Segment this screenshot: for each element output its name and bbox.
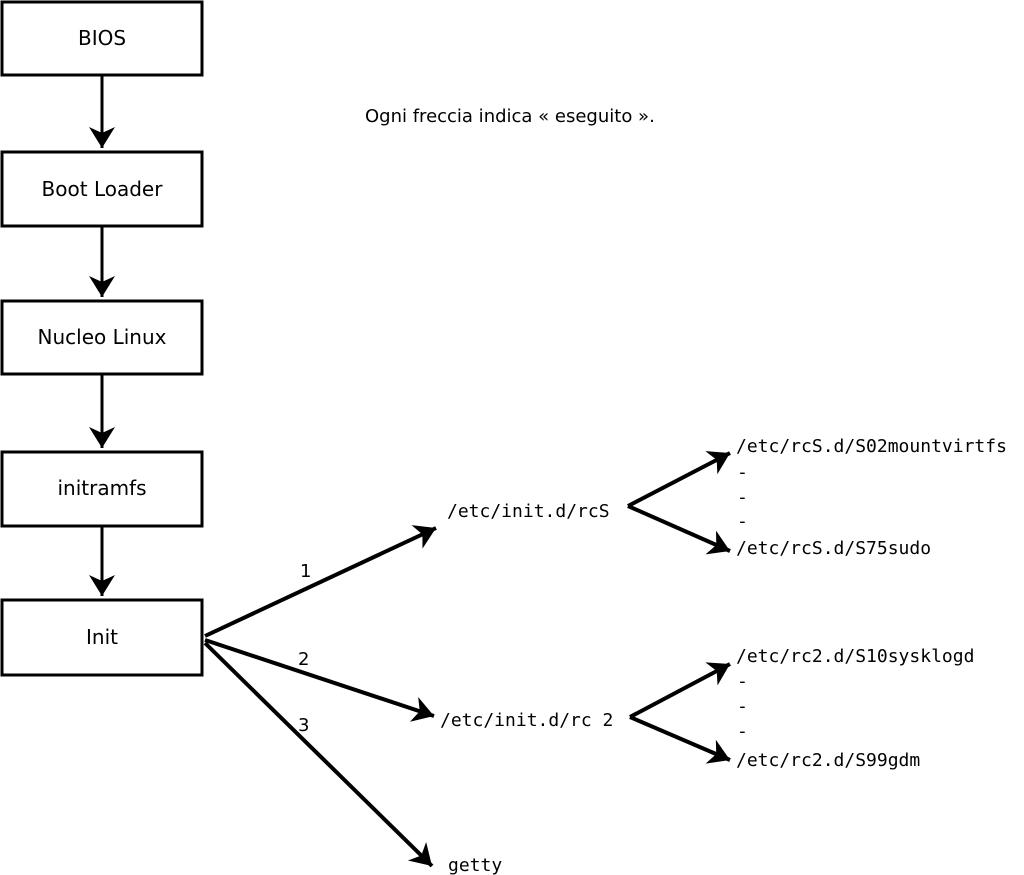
rc2-last-script-label: /etc/rc2.d/S99gdm [736,750,920,771]
nucleo-linux-label: Nucleo Linux [38,325,167,349]
arrow-init-to-rcS [204,525,437,638]
initramfs-box [0,450,204,528]
rcS-ellipsis-dash-3: - [737,511,748,532]
rcS-target-label: /etc/init.d/rcS [447,501,610,522]
arrow-rcS-to-first-script [627,451,731,508]
diagram-caption: Ogni freccia indica « eseguito ». [365,106,655,127]
nucleo-linux-box [0,299,204,376]
initramfs-label: initramfs [57,476,146,500]
arrow-init-to-getty [203,641,434,868]
rc2-ellipsis-dash-1: - [737,671,748,692]
branch-2-order: 2 [298,649,309,670]
rcS-last-script-label: /etc/rcS.d/S75sudo [736,538,931,559]
init-label: Init [86,625,118,649]
getty-target-label: getty [448,855,502,875]
rcS-ellipsis-dash-2: - [737,487,748,508]
bios-box [0,0,204,77]
rc2-ellipsis-dash-3: - [737,721,748,742]
boot-loader-box [0,150,204,228]
rcS-first-script-label: /etc/rcS.d/S02mountvirtfs [736,436,1007,457]
rcS-ellipsis-dash-1: - [737,462,748,483]
arrow-init-to-rc2 [204,638,435,722]
bios-label: BIOS [78,26,126,50]
branch-1-order: 1 [300,561,311,582]
branch-3-order: 3 [298,715,309,736]
arrow-rcS-to-last-script [627,504,731,555]
rc2-first-script-label: /etc/rc2.d/S10sysklogd [736,646,974,667]
arrow-rc2-to-first-script [629,662,731,719]
init-box [0,598,204,677]
boot-loader-label: Boot Loader [42,177,164,201]
arrow-rc2-to-last-script [629,715,731,764]
rc2-ellipsis-dash-2: - [737,696,748,717]
rc2-target-label: /etc/init.d/rc 2 [440,710,613,731]
